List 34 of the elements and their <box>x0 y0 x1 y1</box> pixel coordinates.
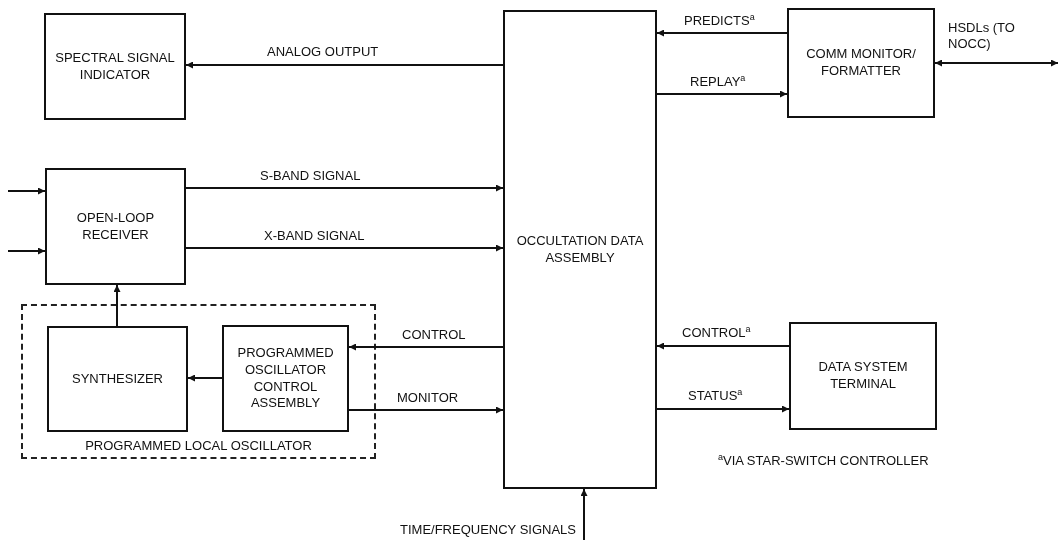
arrow <box>187 374 223 382</box>
box-label: OCCULTATION DATA ASSEMBLY <box>515 232 645 267</box>
edge-label: TIME/FREQUENCY SIGNALS <box>398 522 578 538</box>
box-label: PROGRAMMED OSCILLATOR CONTROL ASSEMBLY <box>236 344 335 413</box>
box-label: DATA SYSTEM TERMINAL <box>817 359 909 393</box>
box-label: COMM MONITOR/ FORMATTER <box>805 46 917 80</box>
process-box <box>789 322 937 430</box>
arrow <box>7 187 46 195</box>
arrow <box>185 61 504 69</box>
process-box <box>47 326 188 432</box>
process-box <box>222 325 349 432</box>
arrow <box>656 29 788 37</box>
arrow <box>185 184 504 192</box>
arrow <box>656 90 788 98</box>
box-label: SYNTHESIZER <box>71 370 164 388</box>
box-label: SPECTRAL SIGNAL INDICATOR <box>54 49 176 84</box>
arrow <box>113 284 121 327</box>
arrow <box>934 59 1059 67</box>
group-label: PROGRAMMED LOCAL OSCILLATOR <box>84 438 313 455</box>
process-box <box>787 8 935 118</box>
process-box <box>45 168 186 285</box>
arrow <box>580 488 588 540</box>
arrow <box>185 244 504 252</box>
process-box <box>44 13 186 120</box>
arrow <box>656 342 790 350</box>
group-box <box>21 304 376 459</box>
footnote: $^{a}$VIA STAR-SWITCH CONTROLLER <box>718 452 929 469</box>
arrow <box>348 406 504 414</box>
box-label: OPEN-LOOP RECEIVER <box>75 209 156 244</box>
process-box <box>503 10 657 489</box>
edge-label: HSDLs (TO NOCC) <box>947 20 1016 52</box>
arrow <box>656 405 790 413</box>
arrow <box>7 247 46 255</box>
arrow <box>348 343 504 351</box>
